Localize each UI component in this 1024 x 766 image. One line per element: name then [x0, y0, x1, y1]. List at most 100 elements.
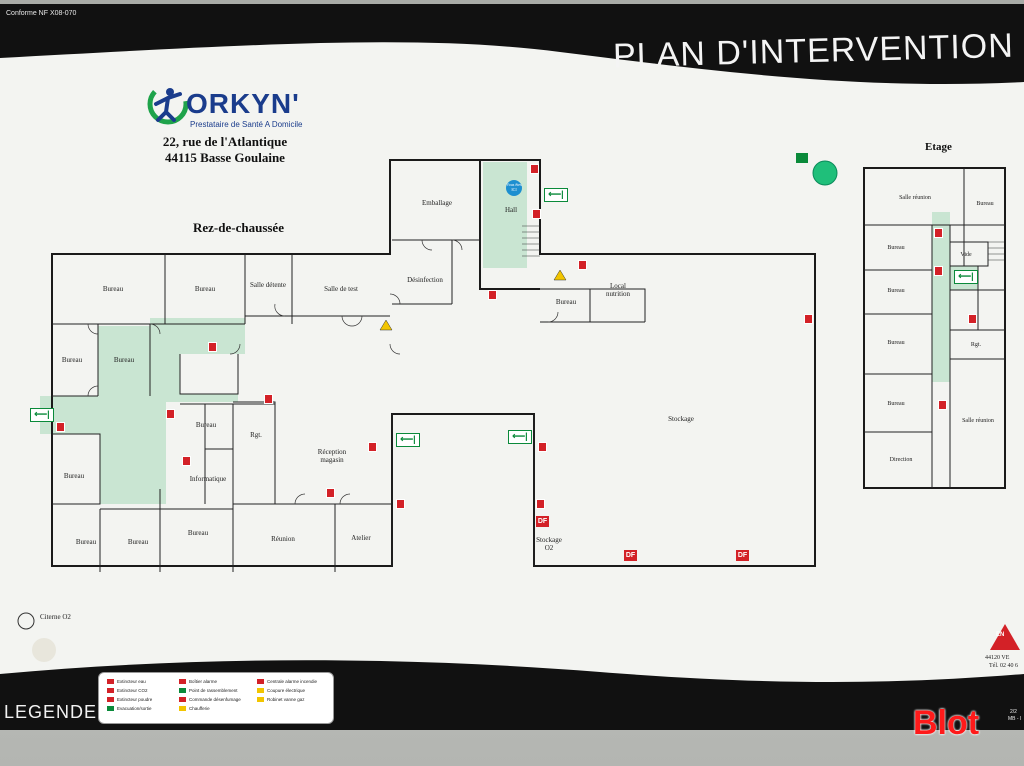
room-label: Direction [889, 457, 913, 463]
room-label: Bureau [194, 285, 216, 293]
legend-item: Centrale alarme incendie [257, 679, 317, 685]
watermark: Blot [913, 704, 980, 742]
room-label: Bureau [887, 245, 905, 251]
floor-plan-drawing [17, 153, 1020, 662]
room-label: Bureau [127, 538, 149, 546]
legend-item: Chaufferie [179, 706, 210, 712]
room-label: Réception magasin [317, 448, 347, 464]
fire-alarm-panel-icon [257, 679, 264, 685]
logo-name: ORKYN' [186, 88, 300, 119]
emergency-exit-icon: ⟵| [954, 270, 978, 284]
smoke-vent-marker: DF [736, 550, 749, 561]
hazard-icon [379, 319, 393, 331]
assembly-point-icon [179, 688, 186, 694]
extinguisher-icon [536, 499, 545, 509]
ground-floor-title: Rez-de-chaussée [193, 220, 284, 235]
legend-item: Extincteur eau [107, 679, 146, 685]
you-are-here-icon [506, 180, 522, 196]
room-label: Bureau [113, 356, 135, 364]
conformity-note: Conforme NF X08-070 [6, 10, 77, 17]
citerne-label: Citerne O2 [40, 613, 71, 621]
extinguisher-icon [532, 209, 541, 219]
extinguisher-powder-icon [107, 697, 114, 703]
postal-code: 44120 VE [985, 655, 1010, 661]
extinguisher-icon [968, 314, 977, 324]
room-label: Stockage [668, 415, 694, 423]
address-line-1: 22, rue de l'Atlantique [162, 134, 288, 149]
extinguisher-icon [530, 164, 539, 174]
room-label: Bureau [195, 421, 217, 429]
extinguisher-icon [934, 228, 943, 238]
room-label: Bureau [976, 201, 994, 207]
power-cut-icon [257, 688, 264, 694]
emergency-exit-icon: ⟵| [30, 408, 54, 422]
extinguisher-icon [938, 400, 947, 410]
room-label: Atelier [351, 534, 371, 542]
legend-item: Evacuation/sortie [107, 706, 152, 712]
room-label: Rgt. [250, 431, 262, 439]
hazard-icon [553, 269, 567, 281]
partitions-upper-floor [864, 168, 1005, 488]
room-label: Vide [960, 252, 972, 258]
room-label: Bureau [187, 529, 209, 537]
reference: MB - I [1008, 716, 1022, 722]
en-logo-text: EN [996, 632, 1005, 638]
logo-subtitle: Prestataire de Santé A Domicile [190, 120, 303, 129]
room-label: Emballage [422, 199, 452, 207]
room-label: Bureau [887, 401, 905, 407]
assembly-point-icon [796, 153, 808, 163]
pin-magnet [812, 160, 838, 186]
smoke-vent-marker: DF [624, 550, 637, 561]
alarm-box-icon [56, 422, 65, 432]
room-label: Hall [504, 206, 518, 214]
partitions-ground-floor [52, 239, 646, 572]
boiler-icon [179, 706, 186, 712]
room-label: Salle réunion [962, 418, 994, 424]
top-black-band [0, 4, 1024, 84]
extinguisher-water-icon [107, 679, 114, 685]
walls-upper-floor [863, 167, 1006, 489]
legend-item: Point de rassemblement [179, 688, 238, 694]
alarm-panel-icon [804, 314, 813, 324]
address: 22, rue de l'Atlantique 44115 Basse Goul… [140, 134, 310, 166]
room-label: Rgt. [970, 342, 982, 348]
evacuation-plan-panel: Conforme NF X08-070 PLAN D'INTERVENTION … [0, 4, 1024, 730]
legend-item: Coupure électrique [257, 688, 305, 694]
room-label: Désinfection [407, 276, 443, 284]
room-label: Bureau [63, 472, 85, 480]
extinguisher-icon [368, 442, 377, 452]
room-label: Local nutrition [605, 282, 631, 298]
legend-item: Robinet vanne gaz [257, 697, 305, 703]
emergency-exit-icon: ⟵| [544, 188, 568, 202]
en-logo-triangle [990, 624, 1020, 650]
orkyn-logo-icon [147, 83, 189, 125]
stairs [522, 225, 1004, 261]
extinguisher-co2-icon [107, 688, 114, 694]
door-arcs [87, 239, 559, 505]
emergency-exit-icon: ⟵| [508, 430, 532, 444]
legend: Extincteur eau Extincteur CO2 Extincteur… [98, 672, 334, 724]
legend-item: Boîtier alarme [179, 679, 217, 685]
legend-item: Extincteur CO2 [107, 688, 148, 694]
room-label: Bureau [102, 285, 124, 293]
room-label: Réunion [271, 535, 295, 543]
room-label: Stockage O2 [536, 536, 562, 552]
address-line-2: 44115 Basse Goulaine [165, 150, 285, 165]
page-number: 2/2 [1010, 709, 1017, 715]
extinguisher-icon [538, 442, 547, 452]
extinguisher-icon [326, 488, 335, 498]
room-label: Bureau [887, 288, 905, 294]
extinguisher-icon [488, 290, 497, 300]
extinguisher-icon [578, 260, 587, 270]
extinguisher-icon [208, 342, 217, 352]
room-label: Informatique [189, 475, 227, 483]
gas-valve-icon [257, 697, 264, 703]
extinguisher-icon [264, 394, 273, 404]
room-label: Bureau [887, 340, 905, 346]
extinguisher-icon [182, 456, 191, 466]
legend-title: LEGENDE [4, 702, 98, 722]
extinguisher-icon [396, 499, 405, 509]
exit-icon [107, 706, 114, 712]
sticker [32, 638, 56, 662]
orkyn-logo: ORKYN' Prestataire de Santé A Domicile [146, 82, 316, 138]
